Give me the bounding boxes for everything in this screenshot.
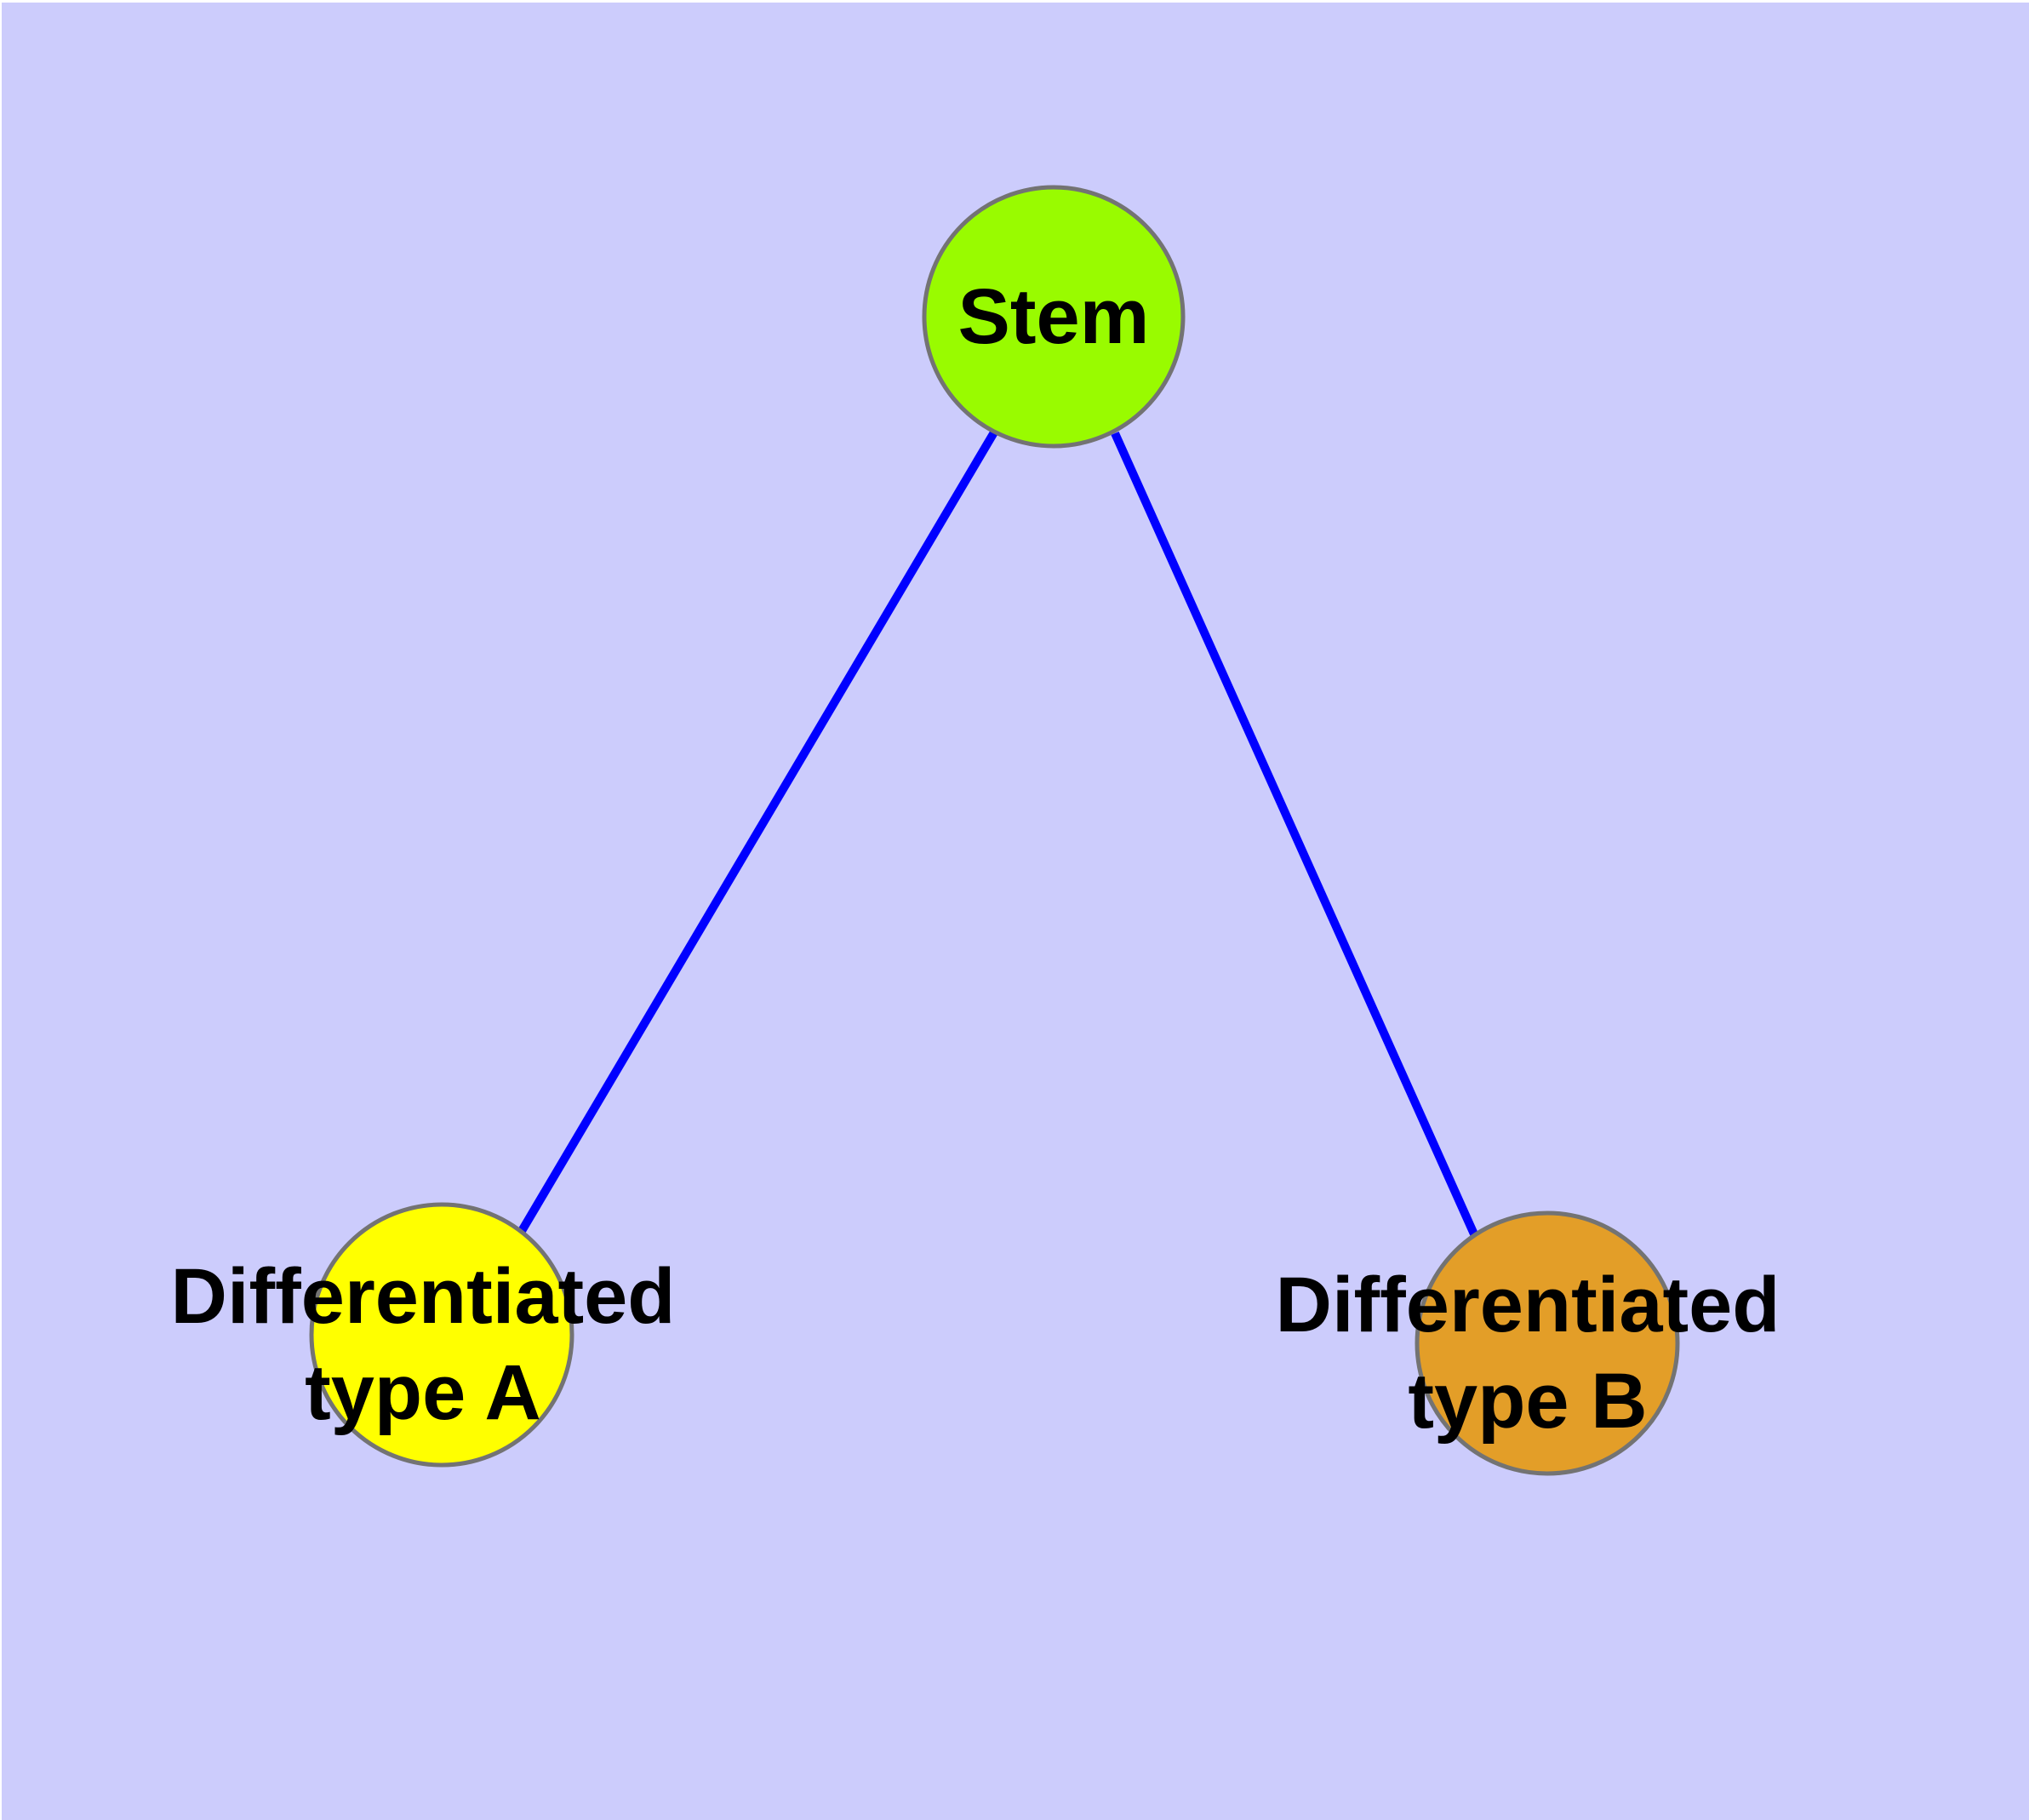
node-stem-circle[interactable] (922, 185, 1186, 449)
node-differentiated-type-b-circle[interactable] (1415, 1210, 1680, 1476)
node-differentiated-type-a-label-line1: Differentiated (171, 1253, 676, 1340)
node-differentiated-type-a[interactable] (309, 1202, 574, 1468)
node-differentiated-type-b-label-line1: Differentiated (1276, 1262, 1780, 1348)
node-differentiated-type-a-label-line2: type A (305, 1349, 541, 1436)
edge-stem-to-differentiated-type-b[interactable] (1111, 431, 1479, 1239)
node-differentiated-type-b[interactable] (1415, 1210, 1680, 1476)
edge-layer (517, 430, 1479, 1239)
edge-stem-to-differentiated-type-a[interactable] (517, 430, 998, 1233)
label-layer: Stem Differentiated type A Differentiate… (171, 273, 1780, 1445)
node-differentiated-type-a-circle[interactable] (309, 1202, 574, 1468)
node-differentiated-type-b-label-line2: type B (1408, 1358, 1647, 1445)
node-stem[interactable] (922, 185, 1186, 449)
node-layer (309, 185, 1680, 1476)
node-stem-label: Stem (958, 273, 1150, 360)
